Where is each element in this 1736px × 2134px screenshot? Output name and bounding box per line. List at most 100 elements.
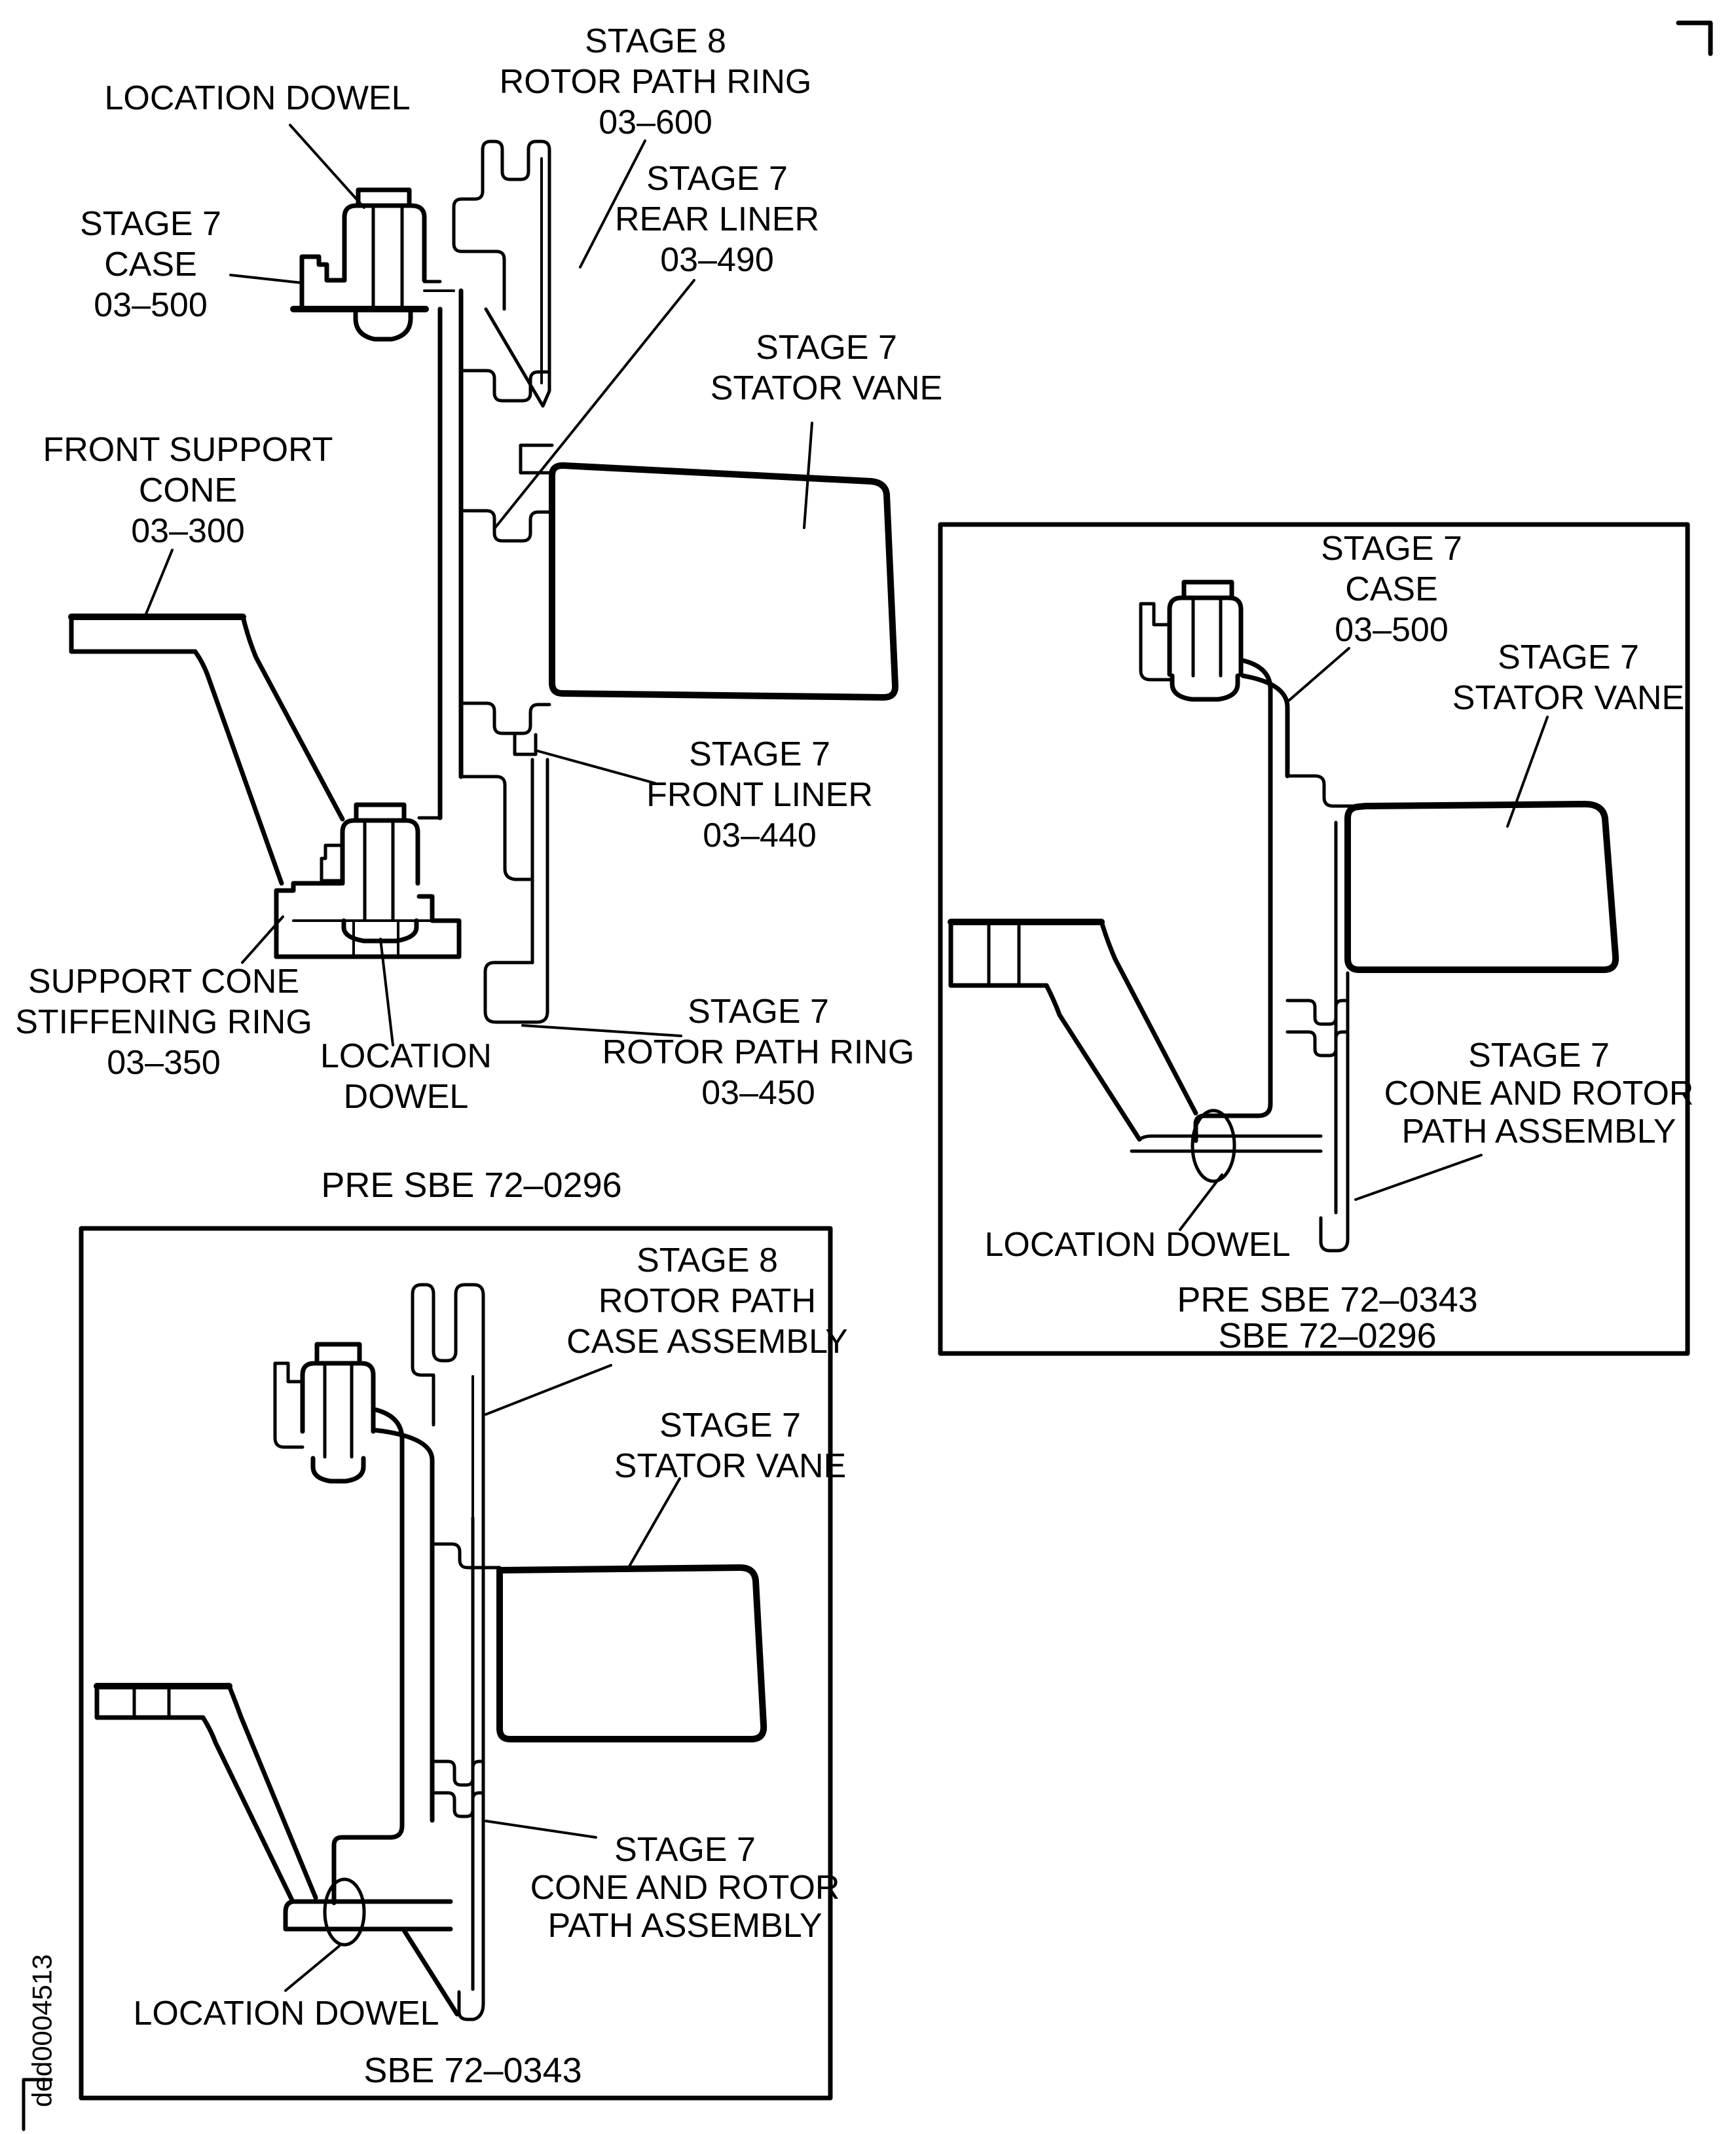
leader-stiffening-ring bbox=[241, 915, 284, 964]
caption-pre-sbe-72-0296: PRE SBE 72–0296 bbox=[321, 1166, 621, 1205]
view-border-box bbox=[938, 522, 1690, 1356]
label-front-support-cone: 03–300 bbox=[131, 512, 245, 550]
label-stage7-case: CASE bbox=[104, 246, 197, 284]
leader-cone-rotor-path-assembly bbox=[1354, 1154, 1483, 1201]
location-dowel-oval bbox=[1191, 1109, 1236, 1183]
leader-stator-vane bbox=[1506, 716, 1549, 828]
label-stage7-rotor-path-ring-450: ROTOR PATH RING bbox=[602, 1033, 915, 1071]
label-stage7-front-liner: STAGE 7 bbox=[689, 735, 830, 773]
label-stage7-rear-liner: 03–490 bbox=[660, 241, 774, 279]
caption-sbe-72-0296: SBE 72–0296 bbox=[1218, 1316, 1436, 1355]
dowel-head bbox=[1181, 579, 1234, 600]
main-view-pre-sbe-72-0296: STAGE 8 ROTOR PATH RING 03–600 LOCATION … bbox=[15, 22, 942, 1205]
support-cone-leg-inner bbox=[227, 1683, 318, 1900]
stage8-rotor-path-ring-outline bbox=[481, 139, 551, 408]
stiffening-ring-left bbox=[274, 881, 343, 959]
bottom-dowel-head bbox=[354, 802, 407, 823]
label-stage7-case: STAGE 7 bbox=[80, 205, 221, 243]
case-wall-left bbox=[1193, 657, 1273, 1143]
label-cone-rotor-path-assembly: PATH ASSEMBLY bbox=[1401, 1113, 1676, 1150]
label-stage7-stator-vane: STAGE 7 bbox=[659, 1407, 801, 1444]
front-support-cone-arm bbox=[69, 614, 198, 654]
support-cone-arm bbox=[94, 1683, 206, 1720]
stage7-case-top-clamp bbox=[299, 254, 347, 310]
label-support-cone-stiffening-ring: SUPPORT CONE bbox=[28, 963, 299, 1001]
leader-stage7-case bbox=[1287, 647, 1350, 702]
leader-location-dowel bbox=[284, 1945, 341, 1992]
support-cone-leg-outer bbox=[1044, 983, 1142, 1142]
leader-stator-vane-main bbox=[803, 422, 813, 529]
front-support-cone-leg-inner bbox=[240, 614, 345, 822]
boxed-view-sbe-72-0343: STAGE 8 ROTOR PATH CASE ASSEMBLY STAGE 7… bbox=[79, 1226, 848, 2101]
label-stage7-rotor-path-ring-450: STAGE 7 bbox=[688, 993, 829, 1031]
rear-liner-hook-upper bbox=[459, 369, 551, 403]
label-stage7-front-liner: 03–440 bbox=[703, 817, 817, 855]
caption-sbe-72-0343: SBE 72–0343 bbox=[363, 2051, 582, 2090]
support-cone-leg-inner bbox=[1099, 919, 1198, 1116]
view-border-box bbox=[79, 1226, 833, 2101]
label-stage8-rotor-path-case-assembly: STAGE 8 bbox=[637, 1242, 778, 1279]
foot-diagonal-web bbox=[401, 1928, 460, 2017]
label-stage7-case: CASE bbox=[1345, 570, 1438, 608]
label-cone-rotor-path-assembly: PATH ASSEMBLY bbox=[547, 1907, 822, 1945]
vane-platform-step bbox=[1285, 774, 1368, 808]
leader-front-support-cone bbox=[144, 549, 174, 617]
top-dowel-shaft bbox=[371, 204, 404, 310]
bottom-dowel-body bbox=[340, 818, 420, 886]
label-support-cone-stiffening-ring: STIFFENING RING bbox=[15, 1003, 312, 1041]
label-stage7-stator-vane: STATOR VANE bbox=[711, 369, 942, 407]
stiffening-ring-bottom-right bbox=[274, 894, 462, 959]
liner-hook-upper bbox=[1285, 999, 1350, 1026]
front-liner-hook bbox=[459, 701, 551, 735]
leader-rotor-path-ring-450 bbox=[521, 1024, 682, 1037]
stage8-rotor-path-case-fork bbox=[411, 1283, 485, 1520]
dowel-head bbox=[314, 1342, 362, 1363]
label-cone-rotor-path-assembly: CONE AND ROTOR bbox=[530, 1869, 840, 1907]
label-cone-rotor-path-assembly: STAGE 7 bbox=[1468, 1037, 1610, 1075]
top-dowel-head bbox=[356, 187, 412, 208]
label-stage8-rotor-path-ring: STAGE 8 bbox=[585, 22, 726, 60]
support-cone-leg-outer bbox=[200, 1715, 295, 1904]
leader-03-600 bbox=[579, 139, 646, 268]
leader-cone-rotor-path-assembly bbox=[485, 1820, 597, 1839]
dowel-clamp-bracket bbox=[273, 1361, 305, 1449]
cone-rotor-path-blade bbox=[457, 1516, 485, 2021]
label-front-support-cone: FRONT SUPPORT bbox=[43, 431, 333, 469]
stage8-fork-left-step bbox=[411, 1365, 435, 1427]
stage8-ring-hook bbox=[452, 189, 506, 311]
stage7-rotor-path-ring-strip bbox=[483, 758, 549, 1024]
label-stage8-rotor-path-ring: ROTOR PATH RING bbox=[500, 63, 812, 101]
top-dowel-cap bbox=[353, 306, 413, 342]
label-stage8-rotor-path-case-assembly: ROTOR PATH bbox=[599, 1282, 816, 1320]
location-dowel-oval bbox=[323, 1877, 366, 1947]
stage7-stator-vane-shape bbox=[549, 462, 899, 701]
cone-rotor-path-blade bbox=[1319, 971, 1350, 1253]
rear-liner-hook-lower bbox=[459, 509, 551, 543]
label-location-dowel-bottom: LOCATION bbox=[320, 1037, 492, 1075]
label-location-dowel-bottom: DOWEL bbox=[344, 1078, 469, 1116]
page-corner-mark-top-right bbox=[1676, 20, 1713, 56]
leader-front-liner bbox=[534, 749, 656, 784]
label-stage8-rotor-path-ring: 03–600 bbox=[599, 103, 712, 141]
leader-stage7-case bbox=[229, 274, 303, 284]
support-cone-arm-ticks bbox=[132, 1684, 171, 1720]
label-stage7-stator-vane: STAGE 7 bbox=[756, 329, 897, 367]
front-support-cone-leg-outer bbox=[193, 649, 284, 886]
vane-platform-step bbox=[430, 1542, 502, 1570]
dowel-shaft bbox=[323, 1361, 354, 1459]
label-stage7-rear-liner: REAR LINER bbox=[615, 200, 819, 238]
label-stage7-rotor-path-ring-450: 03–450 bbox=[701, 1074, 815, 1112]
label-stage7-stator-vane: STATOR VANE bbox=[1452, 679, 1684, 717]
leader-rear-liner bbox=[494, 279, 695, 529]
label-stage7-front-liner: FRONT LINER bbox=[646, 776, 873, 814]
liner-hook-upper bbox=[430, 1759, 485, 1787]
support-cone-arm-ticks bbox=[987, 920, 1021, 987]
support-cone-arm bbox=[948, 919, 1049, 988]
leader-location-dowel bbox=[1179, 1173, 1223, 1231]
label-stage7-stator-vane: STAGE 7 bbox=[1498, 638, 1639, 676]
support-cone-foot-top bbox=[1137, 1134, 1323, 1141]
vane-platform-step bbox=[519, 443, 554, 475]
dowel-cap bbox=[1170, 673, 1240, 702]
